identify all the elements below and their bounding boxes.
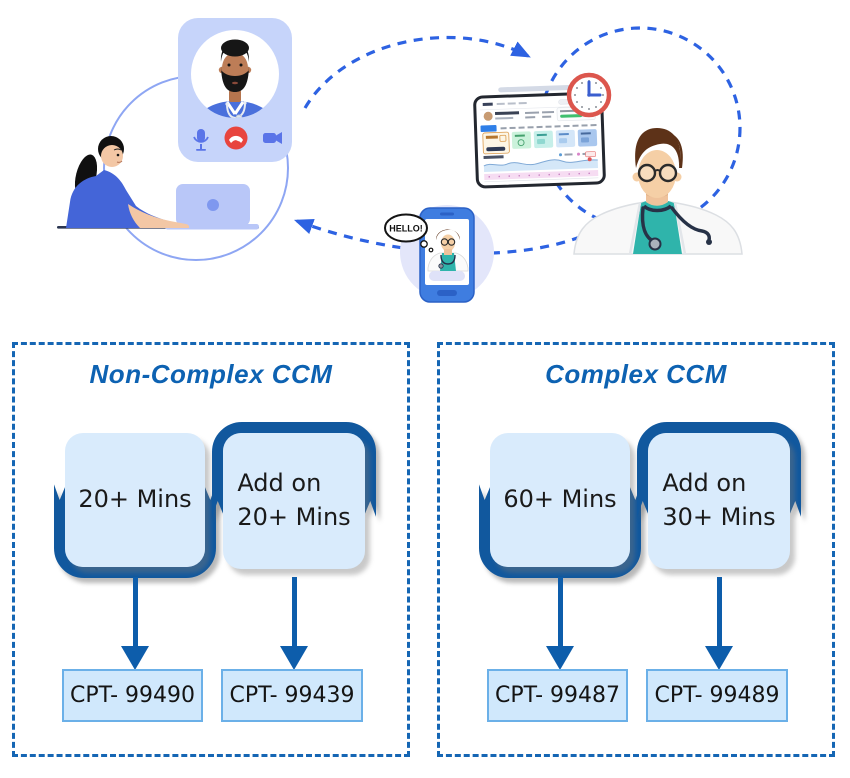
down-arrow <box>705 577 733 670</box>
phone-doctor-avatar <box>427 229 469 272</box>
stage-label: 60+ Mins <box>503 485 617 514</box>
stage-label: 20+ Mins <box>78 485 192 514</box>
patient-illustration <box>66 136 190 228</box>
cpt-code-99439: CPT- 99439 <box>221 669 363 722</box>
down-arrow <box>546 577 574 670</box>
hello-speech-bubble: HELLO! <box>384 213 434 253</box>
doctor-illustration <box>573 128 743 255</box>
cpt-code-99489: CPT- 99489 <box>646 669 788 722</box>
down-arrow <box>280 577 308 670</box>
flow-arc-top <box>303 35 531 109</box>
smartphone-telehealth: HELLO! <box>384 205 494 303</box>
video-doctor-avatar <box>191 39 279 118</box>
hello-label: HELLO! <box>389 224 423 234</box>
laptop <box>165 184 259 230</box>
stage-box-20-mins: 20+ Mins <box>54 433 216 578</box>
panel-title: Non-Complex CCM <box>89 359 333 389</box>
ribbon-accent <box>212 422 376 580</box>
ribbon-accent <box>637 422 801 580</box>
clock-icon <box>566 72 612 118</box>
cpt-code-99490: CPT- 99490 <box>62 669 203 722</box>
camera-icon <box>263 132 282 144</box>
telehealth-illustration: HELLO! <box>57 18 743 303</box>
stage-box-60-mins: 60+ Mins <box>479 433 641 578</box>
ribbon-accent <box>479 422 641 578</box>
mic-icon <box>193 129 209 151</box>
ribbon-accent <box>54 422 216 578</box>
video-call-card <box>178 18 292 162</box>
end-call-icon <box>224 126 248 150</box>
health-dashboard-tablet <box>473 84 606 189</box>
down-arrow <box>121 577 149 670</box>
cpt-code-99487: CPT- 99487 <box>487 669 628 722</box>
panel-title: Complex CCM <box>545 359 727 389</box>
